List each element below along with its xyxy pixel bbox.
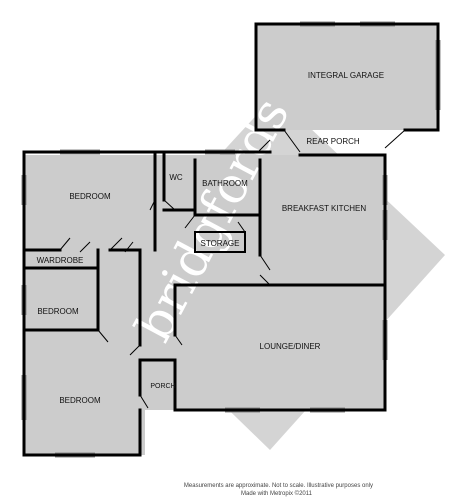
room-label-garage: INTEGRAL GARAGE	[308, 71, 384, 80]
room-label-wc: WC	[169, 173, 183, 182]
room-label-bedroom-2: BEDROOM	[37, 307, 79, 316]
room-label-breakfast-kitchen: BREAKFAST KITCHEN	[282, 204, 367, 213]
windows	[21, 21, 441, 458]
floor-fill	[25, 24, 438, 455]
door-swings	[59, 129, 406, 409]
room-label-bedroom-3: BEDROOM	[59, 396, 101, 405]
walls	[22, 22, 440, 457]
room-label-wardrobe: WARDROBE	[37, 256, 84, 265]
room-label-bedroom-1: BEDROOM	[69, 192, 111, 201]
room-label-bathroom: BATHROOM	[202, 179, 248, 188]
room-label-rear-porch: REAR PORCH	[306, 137, 360, 146]
footer-disclaimer: Measurements are approximate. Not to sca…	[184, 483, 373, 489]
footer-credit: Made with Metropix ©2011	[241, 490, 313, 497]
room-label-porch: PORCH	[150, 383, 175, 390]
room-label-storage: STORAGE	[201, 239, 240, 248]
room-label-lounge-diner: LOUNGE/DINER	[260, 342, 321, 351]
